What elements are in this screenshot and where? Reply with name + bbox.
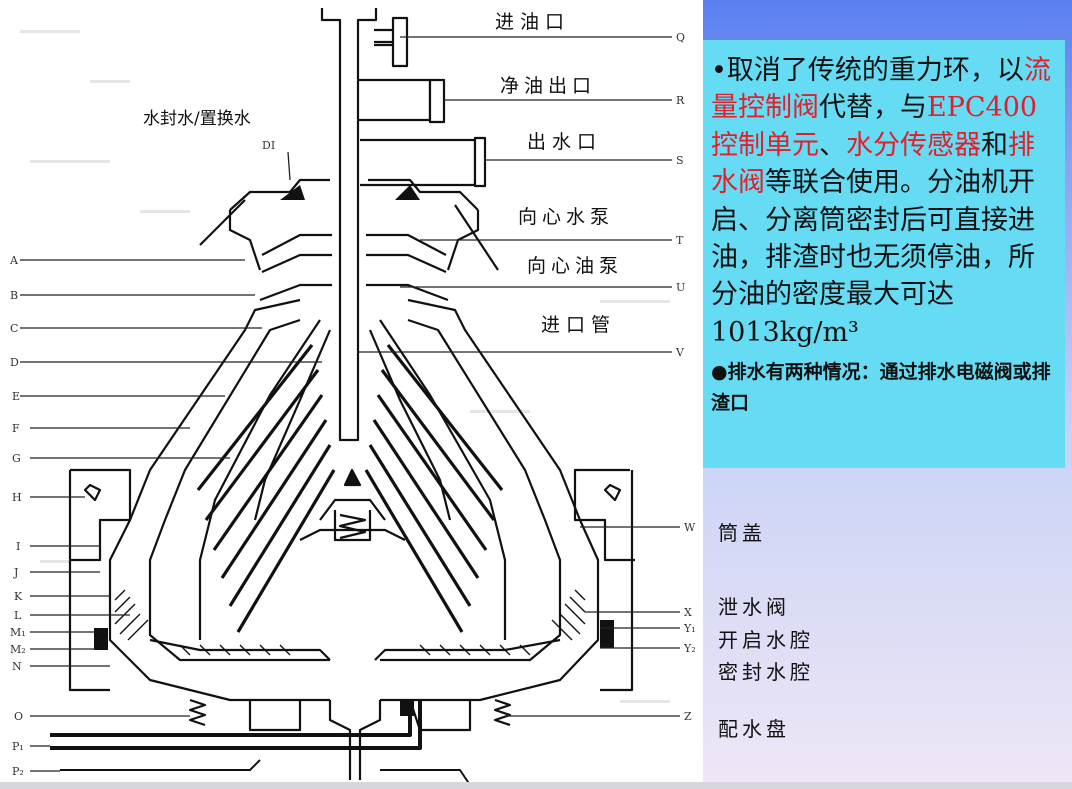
- letter-K: K: [14, 590, 23, 603]
- letter-O: O: [14, 710, 23, 723]
- letter-Y1: Y₁: [683, 622, 696, 635]
- info-text-part: 和: [981, 129, 1008, 161]
- label-water-outlet: 出水口: [527, 131, 602, 153]
- info-text-part: •取消了传统的重力环，以: [711, 55, 1024, 86]
- label-inlet-pipe: 进口管: [541, 314, 616, 336]
- letter-Q: Q: [676, 31, 685, 44]
- letter-U: U: [676, 281, 685, 294]
- letter-C: C: [10, 322, 18, 335]
- drain-valve-text: 排水阀: [711, 129, 1035, 199]
- letter-D: D: [10, 356, 19, 369]
- epc400-text: EPC400控制单元: [711, 92, 1038, 161]
- letter-W: W: [684, 521, 696, 534]
- letter-N: N: [12, 660, 22, 673]
- drain-note: ●排水有两种情况：通过排水电磁阀或排渣口: [711, 361, 1051, 415]
- label-clean-oil-outlet: 净油出口: [500, 75, 596, 97]
- letter-B: B: [10, 289, 18, 302]
- info-main-text: •取消了传统的重力环，以流量控制阀代替，与EPC400控制单元、水分传感器和排水…: [711, 52, 1059, 351]
- letter-H: H: [12, 491, 22, 504]
- info-text-part: 代替，与: [819, 92, 927, 124]
- info-box: •取消了传统的重力环，以流量控制阀代替，与EPC400控制单元、水分传感器和排水…: [703, 40, 1065, 468]
- water-sensor-text: 水分传感器: [846, 129, 981, 161]
- letter-F: F: [12, 422, 20, 435]
- letter-R: R: [676, 94, 685, 107]
- info-text-part: 、: [819, 129, 846, 161]
- letter-X: X: [684, 606, 692, 619]
- letter-P1: P₁: [12, 740, 24, 753]
- label-drain-valve: 泄水阀: [718, 595, 790, 619]
- letter-S: S: [676, 154, 684, 167]
- bottom-strip: [0, 782, 1072, 789]
- label-bowl-cover: 筒盖: [718, 521, 766, 545]
- label-water-pump: 向心水泵: [518, 206, 614, 228]
- label-inlet: 进油口: [495, 11, 570, 33]
- letter-A: A: [9, 254, 19, 267]
- letter-V: V: [675, 346, 685, 359]
- label-water-distributor: 配水盘: [718, 717, 790, 741]
- label-opening-chamber: 开启水腔: [718, 628, 814, 652]
- flow-control-valve-text: 流量控制阀: [711, 55, 1051, 124]
- letter-T: T: [676, 234, 684, 247]
- letter-E: E: [12, 390, 20, 403]
- label-sealing-chamber: 密封水腔: [718, 660, 814, 684]
- separator-cross-section-diagram: 进油口 净油出口 出水口 向心水泵 向心油泵 进口管 水封水/置换水 DI A …: [9, 8, 696, 786]
- info-text-part: 等联合使用。分油机开启、分离筒密封后可直接进油，排渣时也无须停油，所分油的密度最…: [711, 167, 1035, 348]
- letter-Y2: Y₂: [683, 642, 696, 655]
- letter-I: I: [16, 540, 20, 553]
- letter-M1: M₁: [10, 626, 26, 639]
- label-di: DI: [262, 139, 275, 152]
- letter-J: J: [13, 566, 18, 579]
- letter-Z: Z: [684, 710, 692, 723]
- label-seal-water: 水封水/置换水: [143, 109, 251, 129]
- letter-M2: M₂: [10, 643, 26, 656]
- letter-P2: P₂: [12, 765, 24, 778]
- letter-L: L: [14, 609, 22, 622]
- label-oil-pump: 向心油泵: [527, 255, 623, 277]
- letter-G: G: [12, 452, 21, 465]
